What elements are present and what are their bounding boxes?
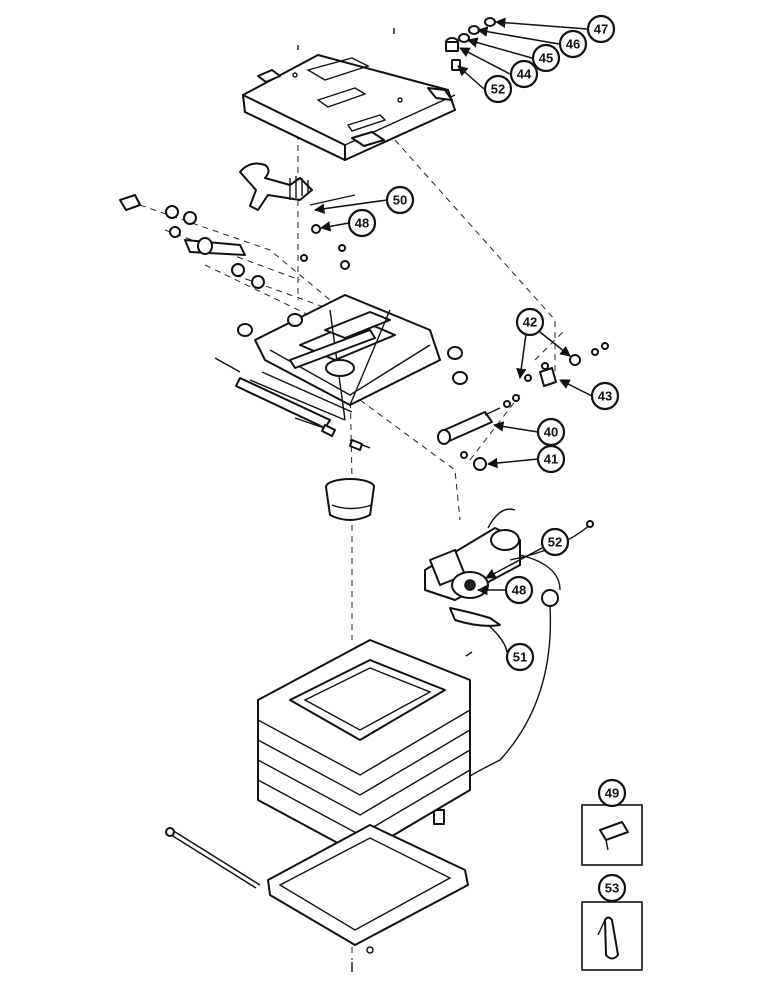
callout-41-label: 41	[544, 452, 558, 467]
callout-48-top: 48	[347, 208, 377, 238]
callout-50-label: 50	[393, 193, 407, 208]
callout-43-label: 43	[598, 389, 612, 404]
callout-46: 46	[558, 29, 588, 59]
callout-47-label: 47	[594, 22, 608, 37]
callout-51: 51	[505, 642, 535, 672]
air-spring	[325, 478, 375, 521]
callout-48-mid: 48	[504, 575, 534, 605]
callout-43: 43	[590, 381, 620, 411]
adjustment-handle	[239, 162, 313, 211]
scissor-suspension-frame	[235, 294, 468, 429]
callout-42: 42	[515, 307, 545, 337]
callout-50: 50	[385, 185, 415, 215]
seat-mounting-plate	[242, 28, 456, 161]
callout-52-top: 52	[483, 74, 513, 104]
callout-52-mid: 52	[540, 527, 570, 557]
callout-44: 44	[509, 59, 539, 89]
rubber-bellows	[257, 639, 473, 856]
callout-53: 53	[597, 873, 627, 903]
callout-45-label: 45	[539, 51, 553, 66]
pins-and-bushings	[119, 194, 371, 451]
callout-48-top-label: 48	[355, 216, 369, 231]
callout-49: 49	[597, 778, 627, 808]
inset-part-53	[581, 901, 643, 971]
callout-46-label: 46	[566, 37, 580, 52]
leader-lines	[313, 17, 593, 653]
callout-51-label: 51	[513, 650, 527, 665]
callout-47: 47	[586, 14, 616, 44]
callout-40-label: 40	[544, 425, 558, 440]
callout-41: 41	[536, 444, 566, 474]
callout-48-mid-label: 48	[512, 583, 526, 598]
callout-49-label: 49	[605, 786, 619, 801]
base-plate	[165, 824, 469, 972]
callout-44-label: 44	[517, 67, 532, 82]
callout-45: 45	[531, 43, 561, 73]
callout-40: 40	[536, 417, 566, 447]
callout-52-top-label: 52	[491, 82, 505, 97]
callout-53-label: 53	[605, 881, 619, 896]
shock-absorber	[437, 342, 609, 471]
callout-42-label: 42	[523, 315, 537, 330]
inset-part-49	[581, 804, 643, 866]
callout-52-mid-label: 52	[548, 535, 562, 550]
